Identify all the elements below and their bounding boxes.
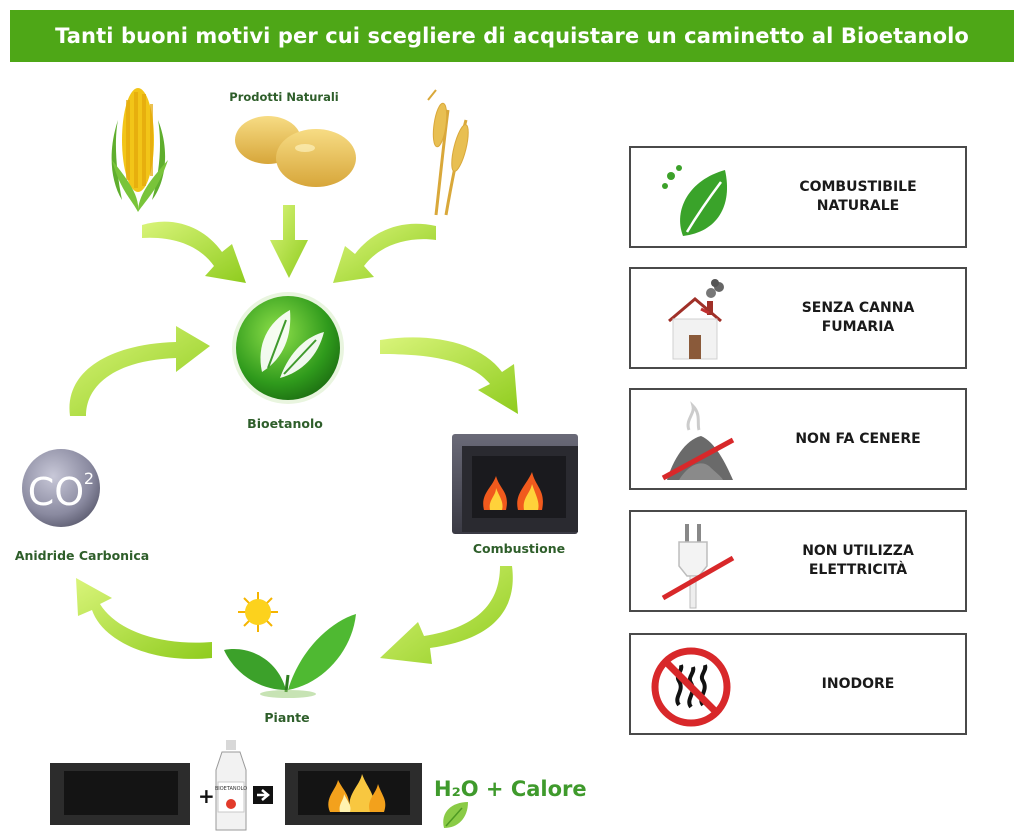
arrow-icon <box>253 786 273 804</box>
arrow-plants-to-co2 <box>76 578 212 659</box>
benefit-label: NON UTILIZZA ELETTRICITÀ <box>802 543 914 578</box>
benefit-label: INODORE <box>821 675 895 692</box>
page-title: Tanti buoni motivi per cui scegliere di … <box>55 24 969 48</box>
combustion-label: Combustione <box>472 541 566 556</box>
benefit-card-odorless: INODORE <box>629 633 967 735</box>
no-odor-icon <box>651 647 731 727</box>
bottle-label: BIOETANOLO <box>215 786 247 792</box>
corn-icon <box>111 88 168 212</box>
benefit-card-no-ash: NON FA CENERE <box>629 388 967 490</box>
bioethanol-bottle-icon: BIOETANOLO <box>215 740 247 831</box>
arrow-potato-to-bioethanol <box>270 205 308 278</box>
no-ash-icon <box>661 401 735 481</box>
plants-label: Piante <box>264 710 310 725</box>
arrow-wheat-to-bioethanol <box>333 223 436 283</box>
empty-fireplace-icon <box>50 763 190 825</box>
bioethanol-ball-icon <box>232 292 344 404</box>
house-icon <box>668 279 724 360</box>
fireplace-icon <box>452 434 578 534</box>
potato-icon <box>235 116 356 187</box>
benefit-label: COMBUSTIBILE NATURALE <box>799 179 917 214</box>
arrow-combustion-to-plants <box>380 566 513 664</box>
co2-ball-icon: CO 2 <box>22 449 100 527</box>
benefit-card-no-flue: SENZA CANNA FUMARIA <box>629 267 967 369</box>
benefit-card-natural-fuel: COMBUSTIBILE NATURALE <box>629 146 967 248</box>
sources-label: Prodotti Naturali <box>229 90 338 104</box>
wheat-icon <box>427 89 469 216</box>
co2-label: Anidride Carbonica <box>14 548 150 563</box>
benefit-card-no-electricity: NON UTILIZZA ELETTRICITÀ <box>629 510 967 612</box>
leaf-icon <box>662 165 728 236</box>
plants-icon <box>224 592 356 698</box>
co2-symbol: CO <box>28 470 84 514</box>
result-text: H₂O + Calore <box>434 777 587 801</box>
small-leaf-icon <box>443 802 468 828</box>
header-banner: Tanti buoni motivi per cui scegliere di … <box>10 10 1014 62</box>
bioethanol-label: Bioetanolo <box>247 416 323 431</box>
benefit-label: NON FA CENERE <box>795 430 921 447</box>
co2-subscript: 2 <box>84 469 94 488</box>
arrow-co2-to-bioethanol <box>69 326 210 416</box>
arrow-corn-to-bioethanol <box>142 221 246 283</box>
plus-sign: + <box>198 784 215 808</box>
burning-fireplace-icon <box>285 763 422 825</box>
arrow-bioethanol-to-combustion <box>380 337 518 414</box>
no-plug-icon <box>661 524 735 609</box>
benefit-label: SENZA CANNA FUMARIA <box>801 300 915 335</box>
